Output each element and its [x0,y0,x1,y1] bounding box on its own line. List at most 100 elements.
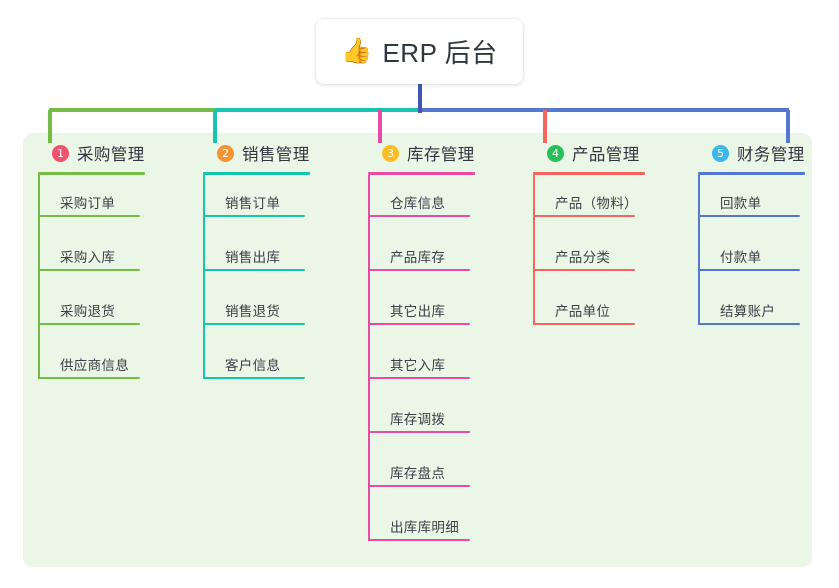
leaf-item-label: 仓库信息 [390,196,446,211]
diagram-column: 1 采购管理采购订单采购入库采购退货供应商信息 [38,140,145,391]
leaf-item-label: 库存盘点 [390,466,446,481]
column-title: 采购管理 [77,146,145,164]
leaf-item-underline [368,269,470,271]
column-number-badge: 4 [547,144,564,162]
column-header[interactable]: 1 采购管理 [38,140,145,166]
leaf-item-underline [203,215,305,217]
leaf-item-underline [368,485,470,487]
leaf-item[interactable]: 供应商信息 [38,337,145,391]
leaf-item-label: 销售出库 [225,250,281,265]
leaf-item[interactable]: 采购退货 [38,283,145,337]
leaf-item-underline [368,323,470,325]
leaf-item-label: 销售退货 [225,304,281,319]
leaf-item-label: 销售订单 [225,196,281,211]
leaf-item-label: 付款单 [720,250,762,265]
column-number-badge: 5 [712,144,729,162]
leaf-item-label: 其它出库 [390,304,446,319]
leaf-item-label: 出库库明细 [390,520,459,535]
leaf-item-underline [368,215,470,217]
column-items: 销售订单销售出库销售退货客户信息 [203,175,310,391]
leaf-item-label: 回款单 [720,196,762,211]
column-underline [533,172,645,175]
leaf-item-label: 采购退货 [60,304,116,319]
diagram-panel [23,133,812,567]
leaf-item-label: 产品单位 [555,304,611,319]
leaf-item[interactable]: 采购订单 [38,175,145,229]
root-node-title: ERP 后台 [382,38,498,68]
leaf-item[interactable]: 采购入库 [38,229,145,283]
leaf-item-underline [698,269,800,271]
leaf-item-label: 客户信息 [225,358,281,373]
column-underline [698,172,805,175]
column-title: 销售管理 [242,146,310,164]
column-header[interactable]: 4 产品管理 [533,140,645,166]
column-items: 产品（物料） 产品分类产品单位 [533,175,645,337]
leaf-item-label: 产品库存 [390,250,446,265]
leaf-item[interactable]: 结算账户 [698,283,805,337]
leaf-item-label: 其它入库 [390,358,446,373]
leaf-item-label: 产品分类 [555,250,611,265]
leaf-item[interactable]: 付款单 [698,229,805,283]
leaf-item[interactable]: 库存盘点 [368,445,475,499]
column-header[interactable]: 3 库存管理 [368,140,475,166]
thumbs-up-icon: 👍 [341,37,373,65]
leaf-item-label: 供应商信息 [60,358,129,373]
leaf-item[interactable]: 出库库明细 [368,499,475,553]
leaf-item-underline [533,269,635,271]
diagram-column: 2 销售管理销售订单销售出库销售退货客户信息 [203,140,310,391]
leaf-item[interactable]: 产品单位 [533,283,645,337]
leaf-item[interactable]: 其它出库 [368,283,475,337]
column-header[interactable]: 2 销售管理 [203,140,310,166]
root-node-content: 👍 ERP 后台 [341,33,497,70]
leaf-item-underline [533,323,635,325]
column-number-badge: 2 [217,144,234,162]
leaf-item-underline [368,539,470,541]
leaf-item-underline [698,323,800,325]
leaf-item-underline [698,215,800,217]
leaf-item[interactable]: 客户信息 [203,337,310,391]
column-spine [203,175,205,379]
column-spine [368,175,370,541]
leaf-item-underline [38,269,140,271]
leaf-item-underline [533,215,635,217]
column-spine [533,175,535,325]
leaf-item-underline [38,377,140,379]
column-title: 产品管理 [572,146,640,164]
leaf-item[interactable]: 产品分类 [533,229,645,283]
column-spine [38,175,40,379]
column-underline [38,172,145,175]
root-node-card[interactable]: 👍 ERP 后台 [316,19,523,84]
column-underline [203,172,310,175]
diagram-column: 4 产品管理产品（物料） 产品分类产品单位 [533,140,645,337]
leaf-item-underline [368,377,470,379]
column-items: 采购订单采购入库采购退货供应商信息 [38,175,145,391]
leaf-item-underline [203,269,305,271]
leaf-item[interactable]: 产品库存 [368,229,475,283]
leaf-item-underline [203,323,305,325]
column-items: 回款单付款单结算账户 [698,175,805,337]
leaf-item-label: 库存调拨 [390,412,446,427]
leaf-item[interactable]: 产品（物料） [533,175,645,229]
leaf-item[interactable]: 销售订单 [203,175,310,229]
leaf-item[interactable]: 销售退货 [203,283,310,337]
leaf-item-label: 产品（物料） [555,196,638,211]
column-number-badge: 1 [52,144,69,162]
leaf-item[interactable]: 库存调拨 [368,391,475,445]
column-title: 库存管理 [407,146,475,164]
leaf-item-underline [38,215,140,217]
leaf-item[interactable]: 其它入库 [368,337,475,391]
leaf-item-underline [368,431,470,433]
leaf-item-underline [203,377,305,379]
leaf-item-label: 采购入库 [60,250,116,265]
column-number-badge: 3 [382,144,399,162]
leaf-item[interactable]: 回款单 [698,175,805,229]
column-items: 仓库信息产品库存其它出库其它入库库存调拨库存盘点出库库明细 [368,175,475,553]
column-spine [698,175,700,325]
leaf-item[interactable]: 仓库信息 [368,175,475,229]
leaf-item[interactable]: 销售出库 [203,229,310,283]
leaf-item-label: 结算账户 [720,304,776,319]
column-underline [368,172,475,175]
